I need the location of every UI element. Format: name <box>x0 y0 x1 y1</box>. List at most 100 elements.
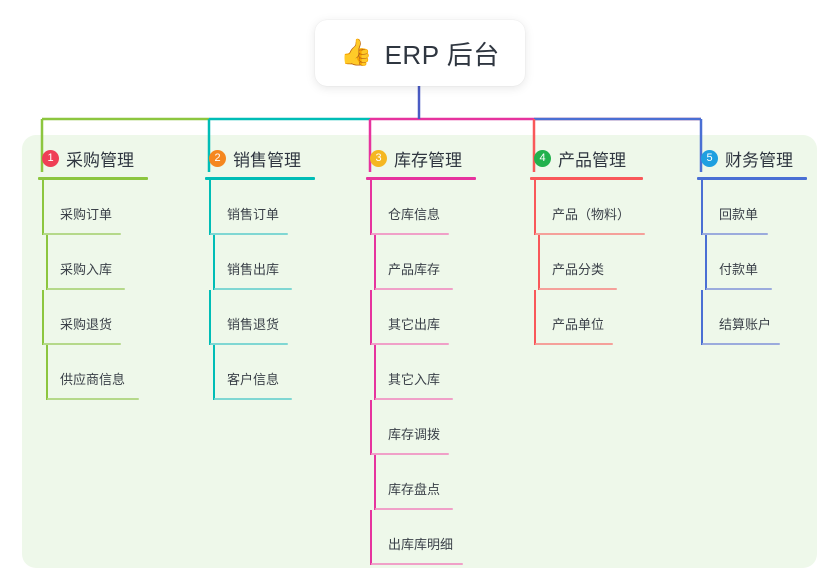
leaf-label: 销售出库 <box>227 262 280 277</box>
branch-label: 财务管理 <box>725 150 793 170</box>
branch-header[interactable]: 2 销售管理 <box>205 146 355 170</box>
leaf-underline <box>43 233 121 235</box>
leaf-label: 其它出库 <box>388 317 441 332</box>
leaf-underline <box>371 233 449 235</box>
leaf-underline <box>43 343 121 345</box>
branch-header[interactable]: 3 库存管理 <box>366 146 516 170</box>
leaf-item[interactable]: 采购入库 <box>38 235 188 290</box>
leaf-list: 销售订单销售出库销售退货客户信息 <box>205 180 355 400</box>
leaf-item[interactable]: 其它出库 <box>366 290 516 345</box>
leaf-stem <box>374 345 376 400</box>
leaf-stem <box>370 400 372 455</box>
leaf-underline <box>210 233 288 235</box>
branch-number-badge: 3 <box>370 149 387 167</box>
branch-number-badge: 4 <box>534 149 551 167</box>
root-node[interactable]: 👍 ERP 后台 <box>315 20 525 86</box>
leaf-item[interactable]: 销售退货 <box>205 290 355 345</box>
leaf-label: 客户信息 <box>227 372 280 387</box>
leaf-item[interactable]: 产品库存 <box>366 235 516 290</box>
leaf-label: 供应商信息 <box>60 372 126 387</box>
leaf-underline <box>47 288 125 290</box>
leaf-label: 其它入库 <box>388 372 441 387</box>
leaf-item[interactable]: 产品（物料） <box>530 180 685 235</box>
root-title: ERP 后台 <box>384 39 500 70</box>
branch-column: 3 库存管理仓库信息产品库存其它出库其它入库库存调拨库存盘点出库库明细 <box>366 146 516 565</box>
leaf-label: 回款单 <box>719 207 759 222</box>
leaf-item[interactable]: 回款单 <box>697 180 807 235</box>
leaf-stem <box>42 290 44 345</box>
leaf-list: 采购订单采购入库采购退货供应商信息 <box>38 180 188 400</box>
leaf-stem <box>213 235 215 290</box>
leaf-underline <box>535 343 613 345</box>
leaf-stem <box>42 180 44 235</box>
leaf-label: 库存盘点 <box>388 482 441 497</box>
branch-underline <box>38 177 148 180</box>
leaf-underline <box>371 343 449 345</box>
leaf-underline <box>214 398 292 400</box>
leaf-list: 回款单付款单结算账户 <box>697 180 807 345</box>
leaf-stem <box>374 235 376 290</box>
leaf-label: 付款单 <box>719 262 759 277</box>
leaf-item[interactable]: 客户信息 <box>205 345 355 400</box>
leaf-item[interactable]: 采购退货 <box>38 290 188 345</box>
leaf-label: 产品单位 <box>552 317 605 332</box>
leaf-stem <box>370 290 372 345</box>
leaf-label: 采购退货 <box>60 317 113 332</box>
leaf-underline <box>539 288 617 290</box>
leaf-stem <box>705 235 707 290</box>
branch-label: 销售管理 <box>233 150 301 170</box>
leaf-stem <box>209 180 211 235</box>
leaf-label: 仓库信息 <box>388 207 441 222</box>
leaf-item[interactable]: 销售订单 <box>205 180 355 235</box>
leaf-item[interactable]: 销售出库 <box>205 235 355 290</box>
leaf-item[interactable]: 库存调拨 <box>366 400 516 455</box>
leaf-underline <box>375 398 453 400</box>
leaf-item[interactable]: 产品分类 <box>530 235 685 290</box>
leaf-item[interactable]: 其它入库 <box>366 345 516 400</box>
leaf-stem <box>701 180 703 235</box>
leaf-item[interactable]: 仓库信息 <box>366 180 516 235</box>
leaf-label: 产品分类 <box>552 262 605 277</box>
leaf-item[interactable]: 供应商信息 <box>38 345 188 400</box>
leaf-underline <box>371 563 463 565</box>
leaf-underline <box>210 343 288 345</box>
leaf-stem <box>370 180 372 235</box>
leaf-item[interactable]: 库存盘点 <box>366 455 516 510</box>
branch-number-badge: 1 <box>42 149 59 167</box>
leaf-label: 采购入库 <box>60 262 113 277</box>
leaf-label: 结算账户 <box>719 317 772 332</box>
leaf-stem <box>538 235 540 290</box>
leaf-stem <box>46 345 48 400</box>
branch-header[interactable]: 4 产品管理 <box>530 146 685 170</box>
leaf-underline <box>375 288 453 290</box>
leaf-item[interactable]: 采购订单 <box>38 180 188 235</box>
leaf-list: 仓库信息产品库存其它出库其它入库库存调拨库存盘点出库库明细 <box>366 180 516 565</box>
leaf-item[interactable]: 产品单位 <box>530 290 685 345</box>
leaf-item[interactable]: 结算账户 <box>697 290 807 345</box>
leaf-stem <box>209 290 211 345</box>
branch-label: 库存管理 <box>394 150 462 170</box>
branch-number-badge: 2 <box>209 149 226 167</box>
thumbs-up-icon: 👍 <box>340 38 373 68</box>
leaf-item[interactable]: 付款单 <box>697 235 807 290</box>
leaf-underline <box>371 453 449 455</box>
branch-column: 4 产品管理产品（物料） 产品分类产品单位 <box>530 146 685 345</box>
leaf-label: 销售退货 <box>227 317 280 332</box>
leaf-list: 产品（物料） 产品分类产品单位 <box>530 180 685 345</box>
branch-label: 产品管理 <box>558 150 626 170</box>
branch-underline <box>530 177 643 180</box>
leaf-label: 销售订单 <box>227 207 280 222</box>
diagram-panel <box>22 135 817 568</box>
branch-underline <box>366 177 476 180</box>
leaf-stem <box>701 290 703 345</box>
leaf-stem <box>213 345 215 400</box>
leaf-underline <box>706 288 772 290</box>
leaf-item[interactable]: 出库库明细 <box>366 510 516 565</box>
leaf-stem <box>534 290 536 345</box>
leaf-label: 出库库明细 <box>388 537 454 552</box>
